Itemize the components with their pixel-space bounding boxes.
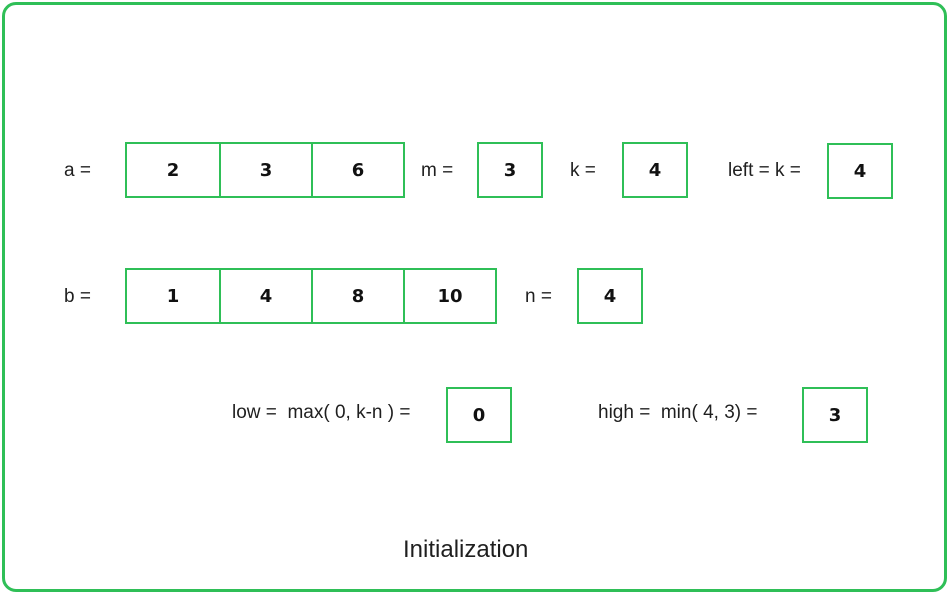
k-label: k = [570,160,596,181]
left-value-box: 4 [827,143,893,199]
low-value-box: 0 [446,387,512,443]
array-b-label: b = [64,286,91,307]
array-b-cell: 10 [403,270,495,322]
k-value-box: 4 [622,142,688,198]
array-a-cell: 3 [219,144,311,196]
array-a-cell: 2 [166,159,180,181]
array-a: 2 3 6 [125,142,405,198]
array-b-cell: 1 [166,285,180,307]
m-label: m = [421,160,454,181]
array-a-label: a = [64,160,91,181]
n-value-box: 4 [577,268,643,324]
array-a-cell: 6 [311,144,403,196]
array-b: 1 4 8 10 [125,268,497,324]
array-b-cell: 8 [311,270,403,322]
low-label: low = max( 0, k-n ) = [232,402,411,423]
array-b-cell: 4 [219,270,311,322]
n-label: n = [525,286,552,307]
left-label: left = k = [728,160,801,181]
m-value-box: 3 [477,142,543,198]
high-label: high = min( 4, 3) = [598,402,758,423]
high-value-box: 3 [802,387,868,443]
diagram-caption: Initialization [403,536,529,563]
